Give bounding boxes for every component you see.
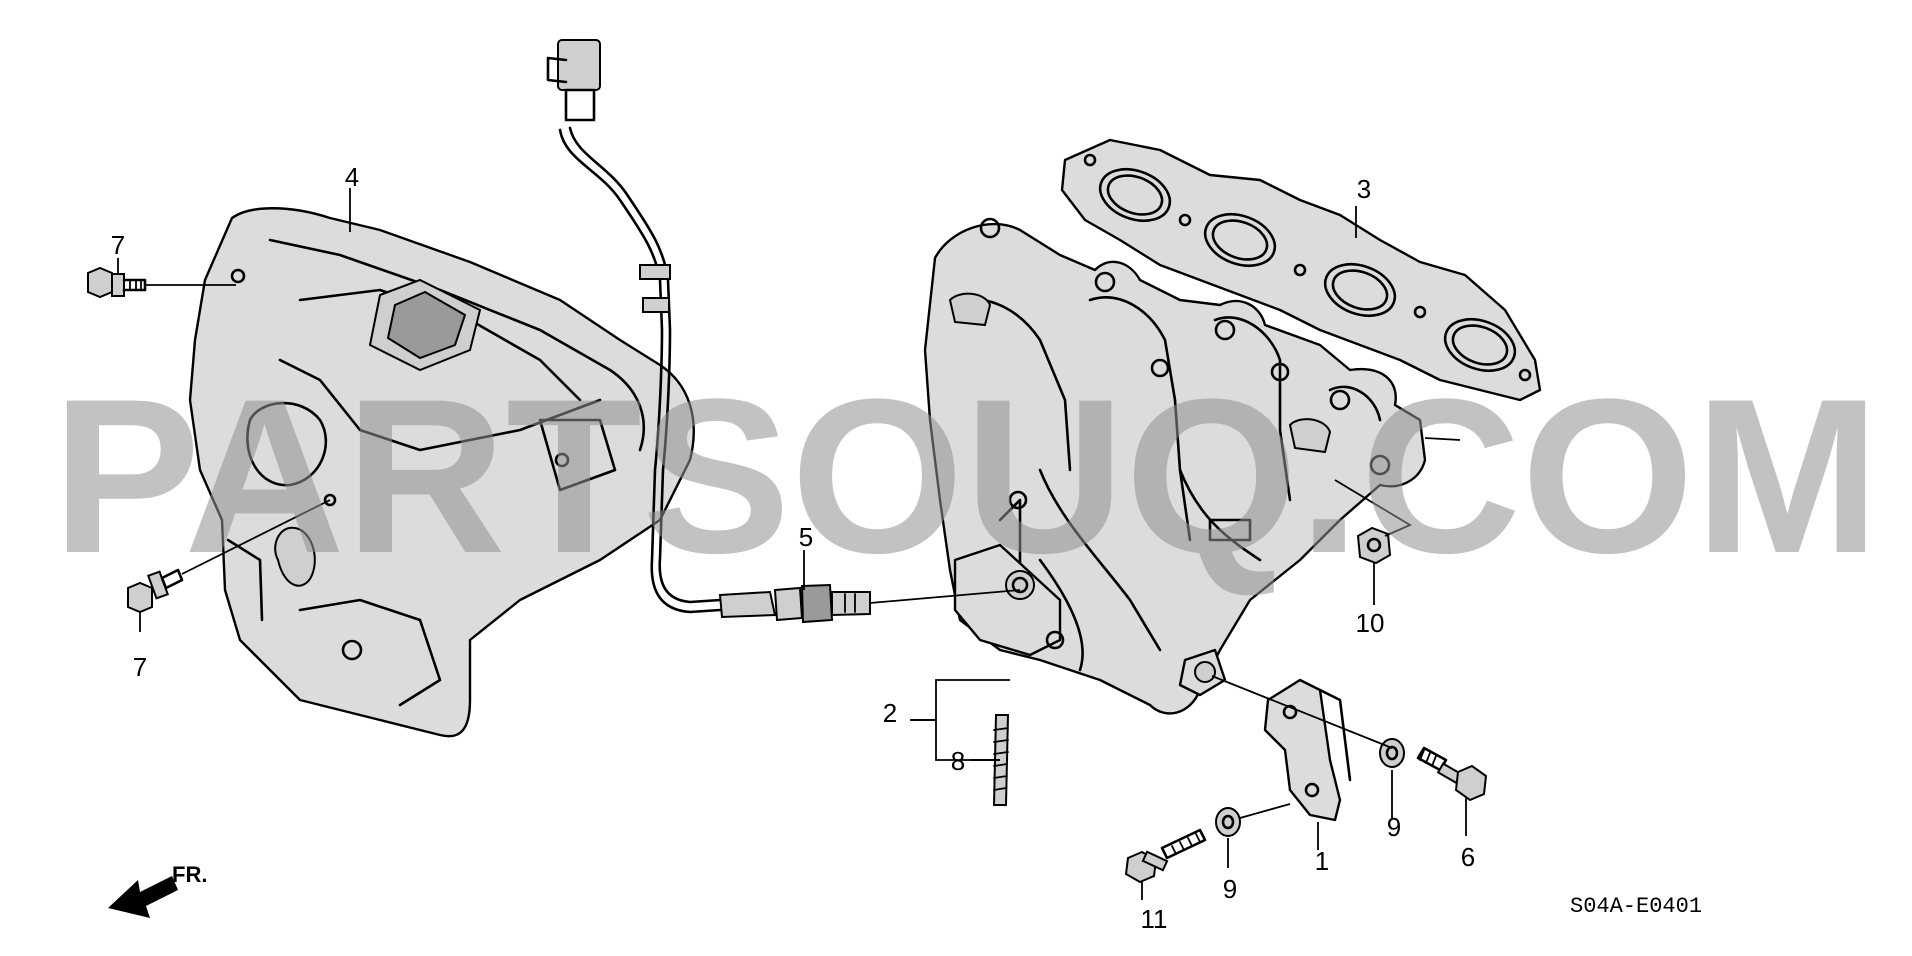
callout-7-lower[interactable]: 7 [133,652,147,682]
callout-labels: 1 2 3 4 5 6 7 7 8 9 9 10 11 [111,162,1475,934]
callout-4[interactable]: 4 [345,162,359,192]
nut-10[interactable] [1356,526,1392,565]
washer-9-right[interactable] [1379,738,1405,768]
washer-9-left[interactable] [1215,807,1241,837]
oxygen-sensor[interactable] [546,39,871,624]
callout-11[interactable]: 11 [1141,904,1168,934]
bolt-11[interactable] [1124,828,1207,884]
stud[interactable] [992,714,1010,806]
front-direction-arrow: FR. [108,862,207,918]
direction-label: FR. [172,862,207,887]
bolt-6[interactable] [1416,746,1488,802]
callout-7-upper[interactable]: 7 [111,230,125,260]
callout-6[interactable]: 6 [1461,842,1475,872]
exhaust-manifold[interactable] [923,217,1427,715]
manifold-gasket[interactable] [1060,138,1542,402]
callout-2[interactable]: 2 [883,698,897,728]
bolt-7-upper[interactable] [87,266,147,299]
heat-shield[interactable] [188,207,695,738]
diagram-code: S04A-E0401 [1570,894,1702,919]
bolt-7-lower[interactable] [127,568,184,614]
manifold-bracket[interactable] [1263,678,1352,822]
callout-9-left[interactable]: 9 [1223,874,1237,904]
callout-10[interactable]: 10 [1356,608,1385,638]
callout-9-right[interactable]: 9 [1387,812,1401,842]
callout-3[interactable]: 3 [1357,174,1371,204]
watermark: PARTSOUQ.COM [52,353,1880,599]
callout-1[interactable]: 1 [1315,846,1329,876]
leader-lines [117,188,1467,900]
callout-8[interactable]: 8 [951,746,965,776]
callout-5[interactable]: 5 [799,522,813,552]
